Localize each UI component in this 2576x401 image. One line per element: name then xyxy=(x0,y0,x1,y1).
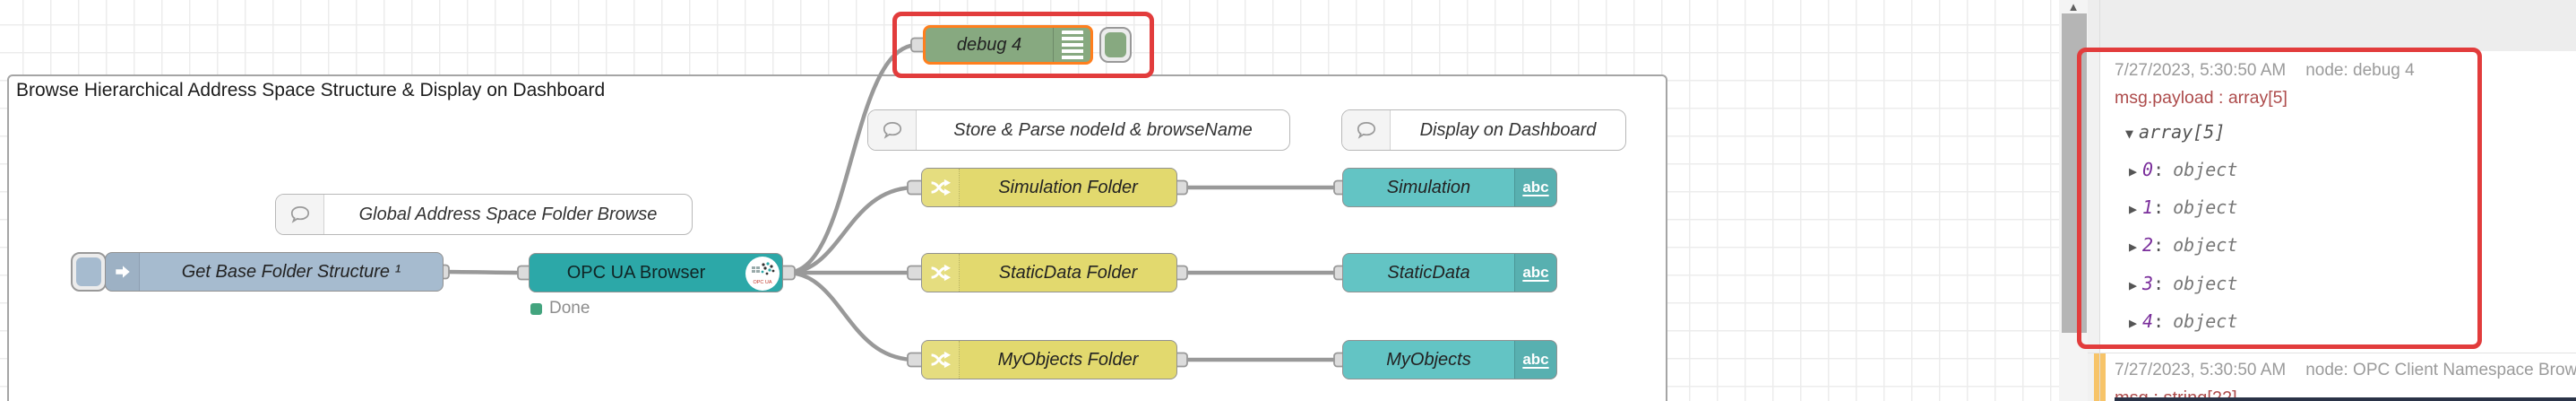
debug-node-label: debug 4 xyxy=(956,34,1022,55)
sidebar-top-spacer xyxy=(2088,0,2576,52)
flow-canvas[interactable]: Browse Hierarchical Address Space Struct… xyxy=(0,0,2059,401)
opcua-logo-icon: OPC UA xyxy=(745,256,780,291)
opcua-logo-text: OPC UA xyxy=(753,280,771,285)
gutter-divider xyxy=(2099,0,2100,401)
chevron-collapsed-icon[interactable]: ▶ xyxy=(2129,277,2138,293)
comment-display-dashboard[interactable]: Display on Dashboard xyxy=(1341,109,1626,151)
message-node-name: node: debug 4 xyxy=(2305,61,2415,80)
debug-console-icon xyxy=(1053,28,1090,62)
chevron-expanded-icon[interactable]: ▼ xyxy=(2125,126,2134,142)
ui-text-label: MyObjects xyxy=(1386,349,1471,370)
scrollbar-thumb[interactable] xyxy=(2062,13,2087,333)
inject-trigger-button[interactable] xyxy=(71,252,107,292)
comment-bubble-icon xyxy=(1342,110,1391,150)
chevron-collapsed-icon[interactable]: ▶ xyxy=(2129,201,2138,217)
switch-icon xyxy=(922,169,960,206)
comment-store-parse[interactable]: Store & Parse nodeId & browseName xyxy=(867,109,1290,151)
opcua-browser-label: OPC UA Browser xyxy=(566,262,706,283)
highlight-rect-debug-message xyxy=(2077,48,2482,349)
switch-node-myobjects-folder[interactable]: MyObjects Folder xyxy=(921,340,1177,379)
comment-label: Store & Parse nodeId & browseName xyxy=(953,119,1253,140)
opcua-browser-node[interactable]: OPC UA Browser OPC UA xyxy=(529,253,783,292)
switch-node-staticdata-folder[interactable]: StaticData Folder xyxy=(921,253,1177,292)
comment-label: Global Address Space Folder Browse xyxy=(358,204,658,224)
switch-icon xyxy=(922,341,960,379)
switch-node-simulation-folder[interactable]: Simulation Folder xyxy=(921,168,1177,207)
inject-node-label: Get Base Folder Structure ¹ xyxy=(181,261,401,282)
abc-text-icon: abc xyxy=(1514,254,1556,292)
group-title: Browse Hierarchical Address Space Struct… xyxy=(16,80,606,100)
message-property-path: msg.payload : array[5] xyxy=(2115,88,2287,108)
tree-row-array-root[interactable]: ▼array[5] xyxy=(2125,121,2226,143)
debug-node[interactable]: debug 4 xyxy=(923,25,1093,65)
highlight-rect-debug-node xyxy=(892,12,1154,78)
comment-global-address-space[interactable]: Global Address Space Folder Browse xyxy=(275,194,693,235)
tree-row-item-1[interactable]: ▶1:object xyxy=(2129,196,2238,218)
switch-icon xyxy=(922,254,960,292)
comment-bubble-icon xyxy=(276,195,324,234)
vertical-scrollbar[interactable]: ▲ xyxy=(2059,0,2088,401)
chevron-collapsed-icon[interactable]: ▶ xyxy=(2129,163,2138,179)
message-timestamp: 7/27/2023, 5:30:50 AM xyxy=(2115,61,2287,80)
inject-button-chip xyxy=(76,257,101,286)
bottom-panel-edge xyxy=(2115,397,2576,401)
tree-row-item-4[interactable]: ▶4:object xyxy=(2129,310,2238,332)
scroll-up-arrow-icon[interactable]: ▲ xyxy=(2067,0,2080,13)
status-text: Done xyxy=(549,299,590,318)
debug-sidebar[interactable]: 7/27/2023, 5:30:50 AM node: debug 4 msg.p… xyxy=(2088,0,2576,401)
inject-arrow-icon xyxy=(106,253,140,291)
switch-node-label: Simulation Folder xyxy=(998,177,1138,197)
comment-label: Display on Dashboard xyxy=(1419,119,1597,140)
tree-row-item-0[interactable]: ▶0:object xyxy=(2129,159,2238,180)
debug-message-2[interactable]: 7/27/2023, 5:30:50 AM node: OPC Client Na… xyxy=(2088,353,2576,401)
abc-text-icon: abc xyxy=(1514,341,1556,379)
ui-text-node-staticdata[interactable]: StaticData abc xyxy=(1342,253,1557,292)
ui-text-label: Simulation xyxy=(1386,177,1471,197)
inject-node[interactable]: Get Base Folder Structure ¹ xyxy=(105,252,444,292)
message-node-name: node: OPC Client Namespace Brow xyxy=(2305,361,2576,379)
comment-bubble-icon xyxy=(868,110,917,150)
status-dot-icon xyxy=(530,302,542,315)
abc-text-icon: abc xyxy=(1514,169,1556,206)
debug-message-1[interactable]: 7/27/2023, 5:30:50 AM node: debug 4 msg.p… xyxy=(2088,51,2576,353)
message-timestamp: 7/27/2023, 5:30:50 AM xyxy=(2115,361,2287,379)
tree-row-item-3[interactable]: ▶3:object xyxy=(2129,273,2238,294)
chevron-collapsed-icon[interactable]: ▶ xyxy=(2129,315,2138,331)
ui-text-label: StaticData xyxy=(1387,262,1470,283)
message-gutter xyxy=(2088,51,2099,353)
ui-text-node-myobjects[interactable]: MyObjects abc xyxy=(1342,340,1557,379)
switch-node-label: StaticData Folder xyxy=(998,262,1138,283)
debug-toggle-button[interactable] xyxy=(1099,27,1132,63)
switch-node-label: MyObjects Folder xyxy=(997,349,1139,370)
ui-text-node-simulation[interactable]: Simulation abc xyxy=(1342,168,1557,207)
chevron-collapsed-icon[interactable]: ▶ xyxy=(2129,239,2138,255)
debug-toggle-chip xyxy=(1105,32,1126,57)
opcua-status: Done xyxy=(530,299,590,318)
tree-row-item-2[interactable]: ▶2:object xyxy=(2129,234,2238,256)
